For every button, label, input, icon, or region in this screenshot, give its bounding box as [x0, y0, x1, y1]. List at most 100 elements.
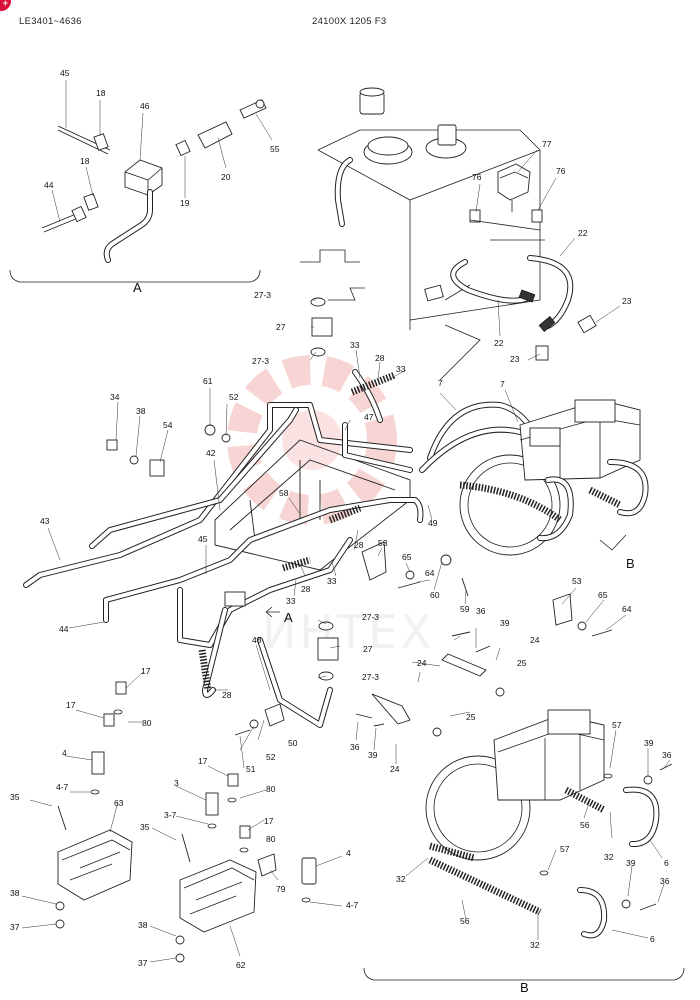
break-line: [300, 249, 365, 301]
callout-65: 65: [402, 552, 412, 562]
callout-76: 76: [472, 172, 482, 182]
callout-57: 57: [612, 720, 622, 730]
callout-52: 52: [229, 392, 239, 402]
washer-38: [129, 455, 139, 465]
view-b-arrow-label: B: [626, 556, 635, 571]
callout-25: 25: [466, 712, 476, 722]
callout-36: 36: [476, 606, 486, 616]
callout-53: 53: [572, 576, 582, 586]
detail-view-a: A 45 18 46: [9, 68, 280, 295]
callout-35: 35: [10, 792, 20, 802]
callout-64: 64: [622, 604, 632, 614]
callout-24: 24: [390, 764, 400, 774]
callout-4: 4: [346, 848, 351, 858]
callout-53: 53: [378, 538, 388, 548]
washer-38-left: [55, 901, 65, 911]
callout-4-7: 4-7: [346, 900, 359, 910]
callout-17: 17: [66, 700, 76, 710]
valve-63: [57, 829, 133, 901]
fitting-3: [205, 792, 219, 816]
view-a-arrow-icon: [265, 606, 280, 618]
callout-38: 38: [10, 888, 20, 898]
callout-47: 47: [364, 412, 374, 422]
callout-42: 42: [206, 448, 216, 458]
callout-6: 6: [664, 858, 669, 868]
fitting-4-right: [301, 857, 317, 885]
tube-network: [23, 297, 613, 737]
callout-76: 76: [556, 166, 566, 176]
fitting-4: [91, 751, 105, 775]
fitting-18-left: [83, 193, 99, 211]
hydraulic-tank: [300, 87, 541, 381]
fitting-76-left: [469, 209, 481, 223]
callout-37: 37: [138, 958, 148, 968]
callout-38: 38: [136, 406, 146, 416]
callout-23: 23: [510, 354, 520, 364]
fitting-19: [175, 139, 191, 157]
callout-7: 7: [438, 378, 443, 388]
callout-52: 52: [266, 752, 276, 762]
swivel-27: [311, 317, 333, 337]
callout-23: 23: [622, 296, 632, 306]
callout-56: 56: [580, 820, 590, 830]
callout-17: 17: [264, 816, 274, 826]
callout-20: 20: [221, 172, 231, 182]
callout-17: 17: [198, 756, 208, 766]
callout-36: 36: [662, 750, 672, 760]
badge-glyph: +: [2, 0, 8, 8]
link-24: [441, 653, 487, 677]
callout-60: 60: [430, 590, 440, 600]
callout-63: 63: [114, 798, 124, 808]
callout-3-7: 3-7: [164, 810, 177, 820]
hose-end: [518, 289, 536, 303]
callout-61: 61: [203, 376, 213, 386]
callout-33: 33: [286, 596, 296, 606]
callout-28: 28: [301, 584, 311, 594]
callout-45: 45: [60, 68, 70, 78]
watermark-text: ИНТЕХ: [262, 605, 435, 659]
callout-33: 33: [396, 364, 406, 374]
callout-56: 56: [460, 916, 470, 926]
detail-a-label: A: [133, 280, 142, 295]
callout-44: 44: [44, 180, 54, 190]
callout-79: 79: [276, 884, 286, 894]
callout-28: 28: [222, 690, 232, 700]
callout-36: 36: [660, 876, 670, 886]
tee-block: [224, 591, 246, 607]
callout-54: 54: [163, 420, 173, 430]
callout-leaders: [21, 149, 671, 963]
callout-labels: 77 76 76 22 22 23 23 27-3 27 27-3 33 28 …: [10, 139, 672, 970]
callout-59: 59: [460, 604, 470, 614]
callout-39: 39: [626, 858, 636, 868]
callout-3: 3: [174, 778, 179, 788]
corrugated-suction-hose: [428, 842, 542, 916]
callout-57: 57: [560, 844, 570, 854]
callout-6: 6: [650, 934, 655, 944]
washer-61: [204, 424, 216, 436]
detail-view-b: [363, 709, 685, 981]
callout-43: 43: [40, 516, 50, 526]
junction-block: [124, 159, 163, 196]
callout-24: 24: [530, 635, 540, 645]
callout-18: 18: [96, 88, 106, 98]
callout-27: 27: [276, 322, 286, 332]
callout-38: 38: [138, 920, 148, 930]
callout-44: 44: [59, 624, 69, 634]
callout-7: 7: [500, 379, 505, 389]
callout-35: 35: [140, 822, 150, 832]
view-b-arrow-icon: [599, 534, 627, 551]
view-a-arrow-label: A: [284, 610, 293, 625]
hose-20: [197, 121, 233, 149]
document-code-center: 24100X 1205 F3: [312, 16, 387, 27]
pump-regulator-block: [574, 399, 616, 423]
valve-62: [179, 859, 257, 933]
callout-39: 39: [644, 738, 654, 748]
callout-27-3: 27-3: [254, 290, 271, 300]
elbow-79: [257, 853, 277, 877]
callout-33: 33: [327, 576, 337, 586]
callout-25: 25: [517, 658, 527, 668]
callout-22: 22: [494, 338, 504, 348]
pilot-valve-assemblies: [55, 681, 317, 963]
callout-80: 80: [266, 784, 276, 794]
